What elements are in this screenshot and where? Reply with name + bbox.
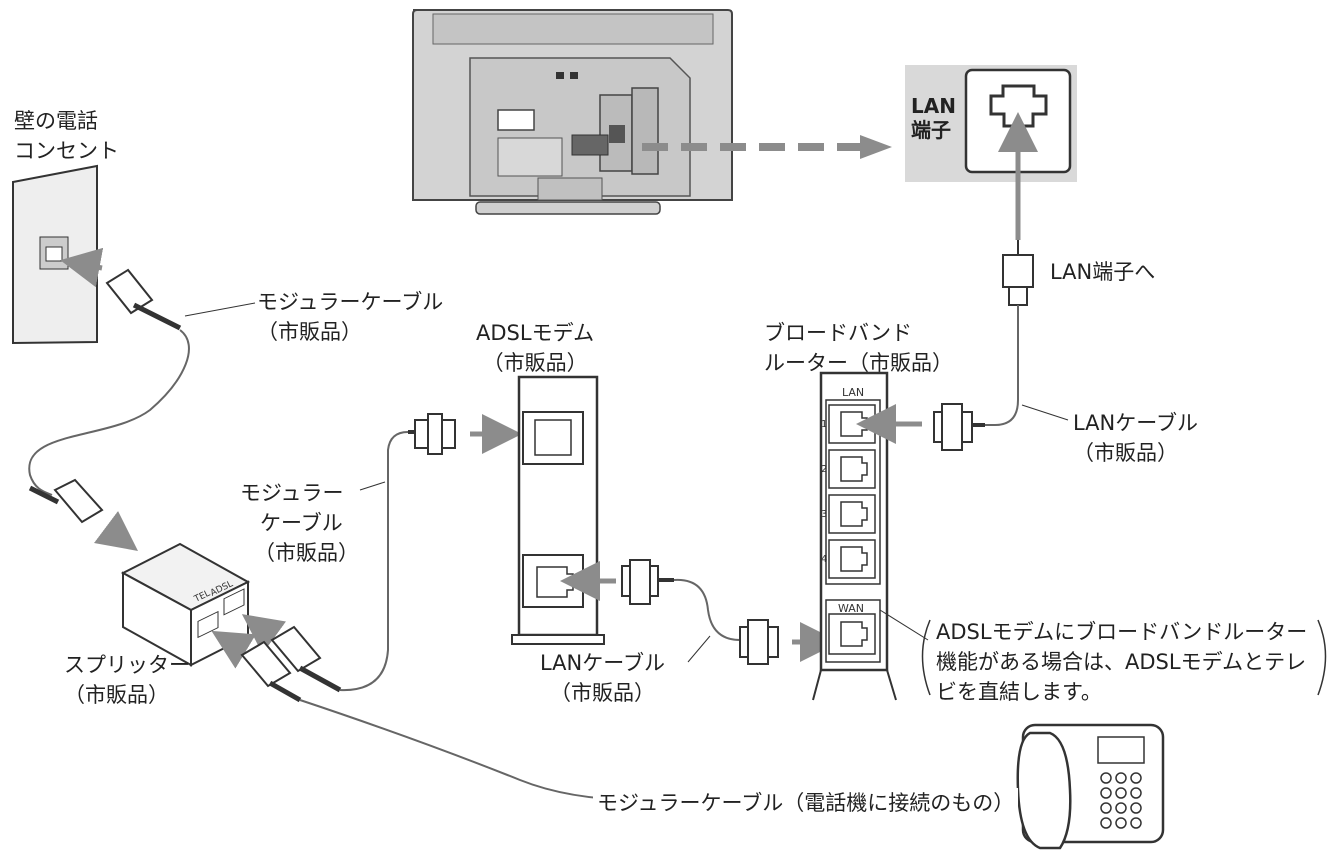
router-port-number: 3 [821,509,827,520]
router-note-line: ビを直結します。 [936,680,1102,704]
lan-cable-label: LANケーブル （市販品） [1073,408,1198,468]
adsl-modem-label: ADSLモデム （市販品） [476,318,594,378]
wall-outlet-icon [12,164,98,345]
lan-cable-label-2: LANケーブル （市販品） [540,648,665,708]
tv-back-icon [412,9,733,215]
wall-outlet-label-line: コンセント [14,139,119,163]
broadband-router-label: ブロードバンド ルーター（市販品） [764,318,953,378]
lan-cable-label-line: LANケーブル [1073,411,1198,435]
modular-cable-label: モジュラーケーブル （市販品） [257,287,443,347]
wall-outlet-label: 壁の電話 コンセント [14,106,119,166]
phone-cable-label: モジュラーケーブル（電話機に接続のもの） [593,788,1019,818]
adsl-modem-icon [511,375,605,645]
lan-connector-icon [621,559,674,605]
lan-port-box-label: LAN 端子 [911,94,956,142]
broadband-router-label-line: ブロードバンド [764,321,913,345]
modular-cable-label-line: （市販品） [254,541,359,565]
adsl-modem-label-line: （市販品） [482,351,588,375]
modular-cable-label-line: （市販品） [257,320,362,344]
lan-cable-label-line: （市販品） [1073,441,1178,465]
lan-connector-icon [739,619,779,665]
router-port-number: 4 [821,554,827,565]
broadband-router-icon [812,371,897,701]
lan-connector-icon [1002,240,1034,306]
wall-outlet-label-line: 壁の電話 [14,109,98,133]
splitter-label-line: （市販品） [64,683,169,707]
splitter-label: スプリッター （市販品） [64,650,190,710]
modular-plug-icon [408,413,456,455]
to-lan-port-text: LAN端子へ [1050,260,1156,284]
lan-connector-icon [933,403,985,451]
lan-port-box-label-line: 端子 [911,118,951,142]
splitter-label-line: スプリッター [64,653,190,677]
router-note-line: ADSLモデムにブロードバンドルーター [936,620,1308,644]
adsl-modem-label-line: ADSLモデム [476,321,595,345]
splitter-icon: TEL ADSL [120,542,251,667]
modular-plug-icon [28,478,104,524]
phone-cable-text: モジュラーケーブル（電話機に接続のもの） [597,791,1015,815]
router-lan-text: LAN [842,386,864,399]
lan-port-box-label-line: LAN [911,94,956,118]
router-note: ADSLモデムにブロードバンドルーター 機能がある場合は、ADSLモデムとテレ … [936,617,1307,707]
router-wan-text: WAN [838,602,864,615]
modular-cable-label-2: モジュラー ケーブル （市販品） [240,478,359,568]
router-port-number: 2 [821,464,827,475]
router-port-number: 1 [821,419,827,430]
modular-cable-label-line: ケーブル [260,511,343,535]
lan-cable-label-line: LANケーブル [540,651,665,675]
broadband-router-label-line: ルーター（市販品） [764,351,953,375]
modular-cable-label-line: モジュラー [240,481,344,505]
modular-cable-label-line: モジュラーケーブル [257,290,444,314]
modular-plug-icon [240,640,302,703]
router-note-line: 機能がある場合は、ADSLモデムとテレ [936,650,1307,674]
lan-cable-label-line: （市販品） [550,681,655,705]
modular-plug-icon [270,625,342,693]
telephone-icon [1016,723,1165,850]
to-lan-port-label: LAN端子へ [1050,257,1155,287]
modular-plug-icon [105,268,182,331]
